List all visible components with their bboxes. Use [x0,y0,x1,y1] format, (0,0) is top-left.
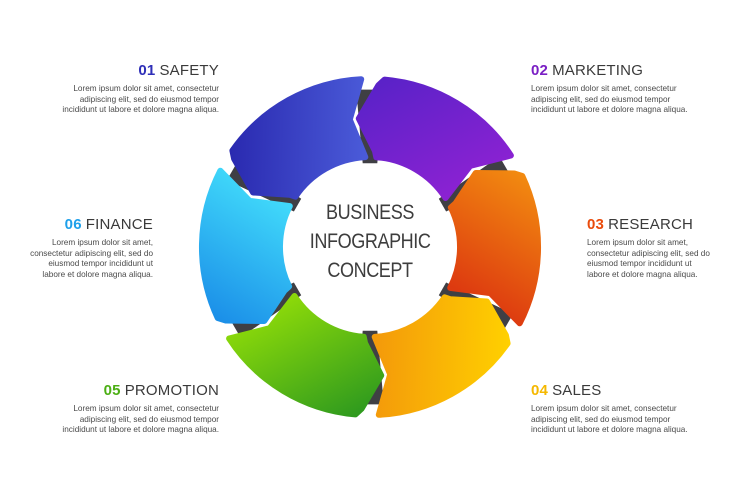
item-safety-description: Lorem ipsum dolor sit amet, consectetur … [29,84,219,116]
desc-line: Lorem ipsum dolor sit amet, consectetur [531,84,677,93]
segment-finance [198,167,293,324]
item-promotion-description: Lorem ipsum dolor sit amet, consectetur … [29,404,219,436]
item-marketing-label: MARKETING [552,62,644,79]
desc-line: adipiscing elit, sed do eiusmod tempor [531,414,671,424]
center-line-1: BUSINESS [326,201,414,224]
item-safety-number: 01 [138,62,156,79]
center-label: BUSINESS INFOGRAPHIC CONCEPT [309,198,431,285]
segment-safety [229,76,369,200]
desc-line: Lorem ipsum dolor sit amet, [51,238,153,247]
desc-line: eiusmod tempor incididunt ut [587,259,692,269]
item-research-label: RESEARCH [608,216,694,233]
segment-promotion [226,293,385,418]
item-research-number: 03 [587,216,605,233]
desc-line: Lorem ipsum dolor sit amet, consectetur [73,404,219,413]
desc-line: incididunt ut labore et dolore magna ali… [62,105,219,115]
desc-line: eiusmod tempor incididunt ut [48,259,153,269]
desc-line: Lorem ipsum dolor sit amet, [587,238,689,247]
item-finance-label: FINANCE [85,216,153,233]
desc-line: adipiscing elit, sed do eiusmod tempor [79,414,219,424]
item-finance-description: Lorem ipsum dolor sit amet, consectetur … [0,238,153,280]
desc-line: Lorem ipsum dolor sit amet, consectetur [531,404,677,413]
center-line-3: CONCEPT [327,259,413,282]
desc-line: labore et dolore magna aliqua. [587,269,698,279]
desc-line: incididunt ut labore et dolore magna ali… [531,425,688,435]
desc-line: adipiscing elit, sed do eiusmod tempor [531,94,671,104]
segment-sales [371,294,511,418]
item-promotion-label: PROMOTION [124,382,219,399]
center-line-2: INFOGRAPHIC [309,230,431,253]
item-marketing-number: 02 [531,62,549,79]
segment-research [447,170,542,327]
item-sales-number: 04 [531,382,549,399]
item-promotion-number: 05 [103,382,121,399]
desc-line: labore et dolore magna aliqua. [42,269,153,279]
item-marketing-description: Lorem ipsum dolor sit amet, consectetur … [531,84,721,116]
item-sales-label: SALES [552,382,602,399]
desc-line: consectetur adipiscing elit, sed do [30,248,153,258]
desc-line: consectetur adipiscing elit, sed do [587,248,710,258]
desc-line: Lorem ipsum dolor sit amet, consectetur [73,84,219,93]
item-research-description: Lorem ipsum dolor sit amet, consectetur … [587,238,740,280]
item-finance-number: 06 [64,216,82,233]
desc-line: incididunt ut labore et dolore magna ali… [531,105,688,115]
segments [198,76,542,418]
desc-line: incididunt ut labore et dolore magna ali… [62,425,219,435]
segment-marketing [355,76,514,201]
desc-line: adipiscing elit, sed do eiusmod tempor [79,94,219,104]
item-sales-description: Lorem ipsum dolor sit amet, consectetur … [531,404,721,436]
item-safety-label: SAFETY [159,62,219,79]
